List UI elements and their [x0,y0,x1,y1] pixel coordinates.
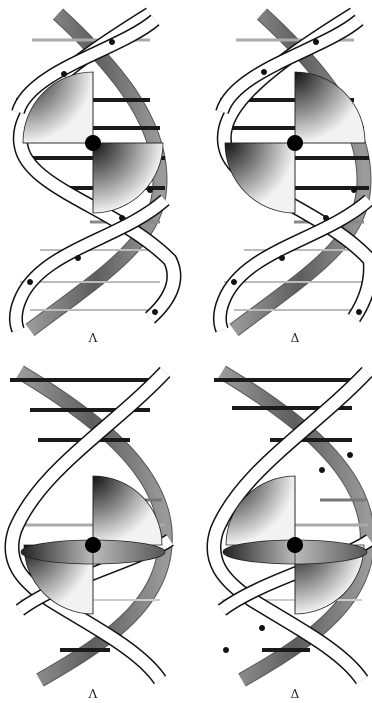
label-top-right: Δ [275,331,315,345]
label-top-left: Λ [73,331,113,345]
metal-center [85,135,101,151]
metal-center [85,537,101,553]
panel-bottom-right [214,372,370,680]
panel-top-right [220,14,370,330]
metal-center [287,135,303,151]
metal-complex [23,72,163,213]
label-bottom-right: Δ [275,687,315,701]
metal-center [287,537,303,553]
panel-top-left [16,14,174,330]
panel-bottom-left [10,372,170,680]
label-bottom-left: Λ [73,687,113,701]
